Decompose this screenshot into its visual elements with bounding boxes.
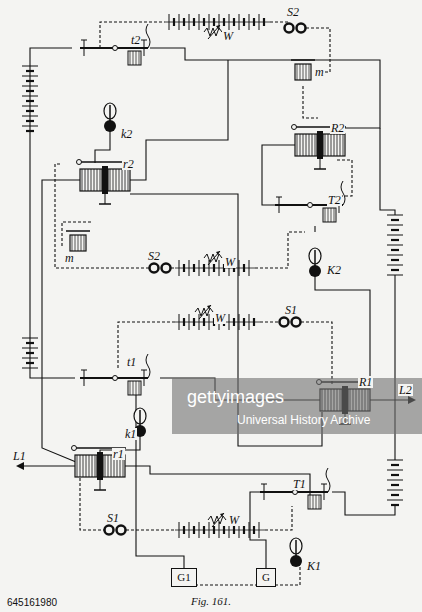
part-label: t2 [130, 34, 141, 46]
line-wire [150, 48, 380, 128]
resistance-symbol [204, 251, 222, 265]
key-symbol [290, 538, 302, 567]
local-wire [100, 22, 165, 48]
part-label: W [228, 514, 240, 526]
ground-label: G1 [177, 572, 190, 583]
part-label: m [64, 252, 75, 264]
part-label: W [214, 312, 226, 324]
line-wire [18, 465, 76, 466]
transmitter-symbol [260, 468, 330, 509]
part-label: r1 [112, 448, 125, 460]
watermark-text: gettyimages [186, 388, 285, 406]
transmitter-symbol [275, 181, 345, 222]
line-wire [250, 492, 266, 569]
part-label: S2 [147, 250, 161, 262]
transmitter-symbol [80, 354, 150, 395]
local-wire [270, 21, 289, 22]
ground-plate-box: G1 [171, 568, 196, 587]
sounder-symbol [280, 318, 301, 327]
line-wire [128, 60, 228, 180]
part-label: t1 [126, 356, 137, 368]
part-label: r2 [122, 158, 135, 170]
line-wire [314, 226, 315, 232]
line-wire [124, 466, 310, 500]
resistance-symbol [204, 25, 222, 39]
ground-plate-box: G [256, 568, 276, 587]
battery-symbol [387, 215, 403, 275]
local-wire [337, 160, 352, 196]
line-wire [30, 48, 75, 378]
part-label: L2 [398, 384, 413, 396]
electromagnet-symbol [66, 231, 90, 251]
local-wire [190, 562, 300, 585]
line-wire [165, 22, 270, 23]
local-wire [55, 164, 154, 268]
line-wire [262, 145, 296, 205]
part-label: R2 [330, 122, 345, 134]
part-label: L1 [12, 450, 27, 462]
part-label: S1 [284, 304, 298, 316]
part-label: W [224, 256, 236, 268]
local-wire [296, 322, 332, 384]
electromagnet-symbol [291, 60, 315, 80]
battery-symbol [22, 66, 38, 131]
part-label: k2 [120, 128, 133, 140]
local-wire [265, 506, 292, 530]
sounder-symbol [150, 264, 171, 273]
resistance-symbol [195, 305, 213, 319]
relay-symbol [72, 446, 127, 491]
part-label: m [314, 66, 325, 78]
figure-caption: Fig. 161. [190, 596, 232, 607]
line-wire [95, 128, 110, 163]
sounder-symbol [105, 526, 126, 535]
key-symbol [309, 248, 321, 277]
battery-symbol [387, 460, 403, 505]
part-label: S2 [286, 6, 300, 18]
sounder-symbol [285, 24, 306, 33]
line-wire [380, 128, 395, 215]
local-wire [80, 478, 109, 530]
part-label: T1 [292, 478, 307, 490]
line-wire [315, 272, 370, 388]
part-label: K2 [326, 264, 342, 276]
transmitter-symbol [80, 24, 150, 65]
local-wire [121, 529, 175, 530]
part-label: R1 [358, 376, 373, 388]
line-arrowhead [16, 462, 24, 470]
part-label: k1 [124, 428, 137, 440]
line-wire [332, 492, 395, 515]
watermark-text: 645161980 [6, 598, 58, 608]
ground-label: G [262, 572, 270, 583]
part-label: K1 [306, 560, 322, 572]
watermark-band [172, 378, 422, 434]
resistance-symbol [208, 513, 226, 527]
local-wire [255, 232, 305, 268]
key-symbol [104, 103, 116, 132]
part-label: S1 [106, 512, 120, 524]
part-label: W [222, 30, 234, 42]
battery-symbol [22, 338, 38, 368]
watermark-text: Universal History Archive [236, 414, 371, 426]
line-wire [175, 530, 265, 531]
line-wire [175, 268, 255, 269]
part-label: T2 [327, 194, 342, 206]
local-wire [303, 86, 318, 118]
